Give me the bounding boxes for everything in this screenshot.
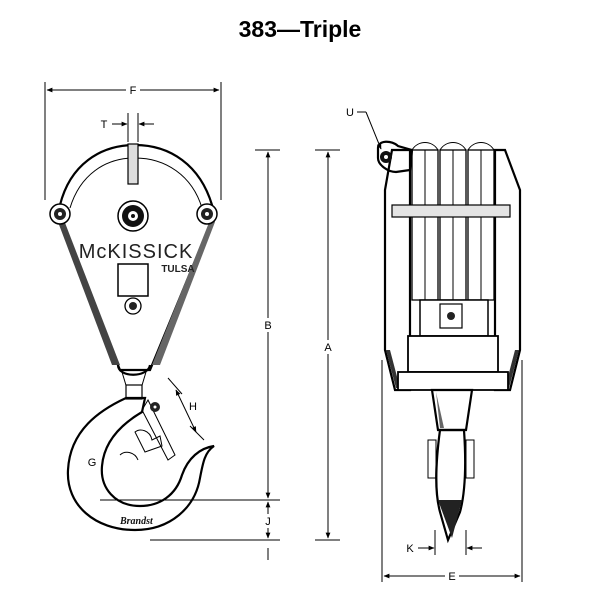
side-view: U K E xyxy=(346,107,523,583)
brand-city: TULSA xyxy=(161,264,194,275)
bolt-right xyxy=(196,203,218,225)
top-slot xyxy=(127,143,139,185)
vertical-dimensions: B A J xyxy=(100,149,340,560)
dim-B-label: B xyxy=(264,320,271,332)
hook-stamp: Brandst xyxy=(119,516,154,527)
latch-pin xyxy=(150,402,160,412)
hook-body xyxy=(66,396,215,532)
bolt-left xyxy=(49,203,71,225)
center-pin xyxy=(117,200,149,232)
dim-H-label: H xyxy=(189,401,197,413)
hook-latch xyxy=(141,398,176,461)
front-view: McKISSICK TULSA Brandst F xyxy=(44,82,222,532)
diagram-title: 383—Triple xyxy=(238,16,362,42)
dim-K-label: K xyxy=(406,543,414,555)
dim-G-label: G xyxy=(88,457,97,469)
nameplate xyxy=(117,263,149,297)
dim-F-label: F xyxy=(130,85,137,97)
dim-E-label: E xyxy=(448,571,455,583)
dim-A-label: A xyxy=(324,342,332,354)
becket-shackle xyxy=(376,140,414,174)
bolt-lower xyxy=(124,297,142,315)
dim-T-label: T xyxy=(101,119,108,131)
brand-name: McKISSICK xyxy=(79,241,194,263)
dim-U-label: U xyxy=(346,107,354,119)
dim-J-label: J xyxy=(265,516,271,528)
